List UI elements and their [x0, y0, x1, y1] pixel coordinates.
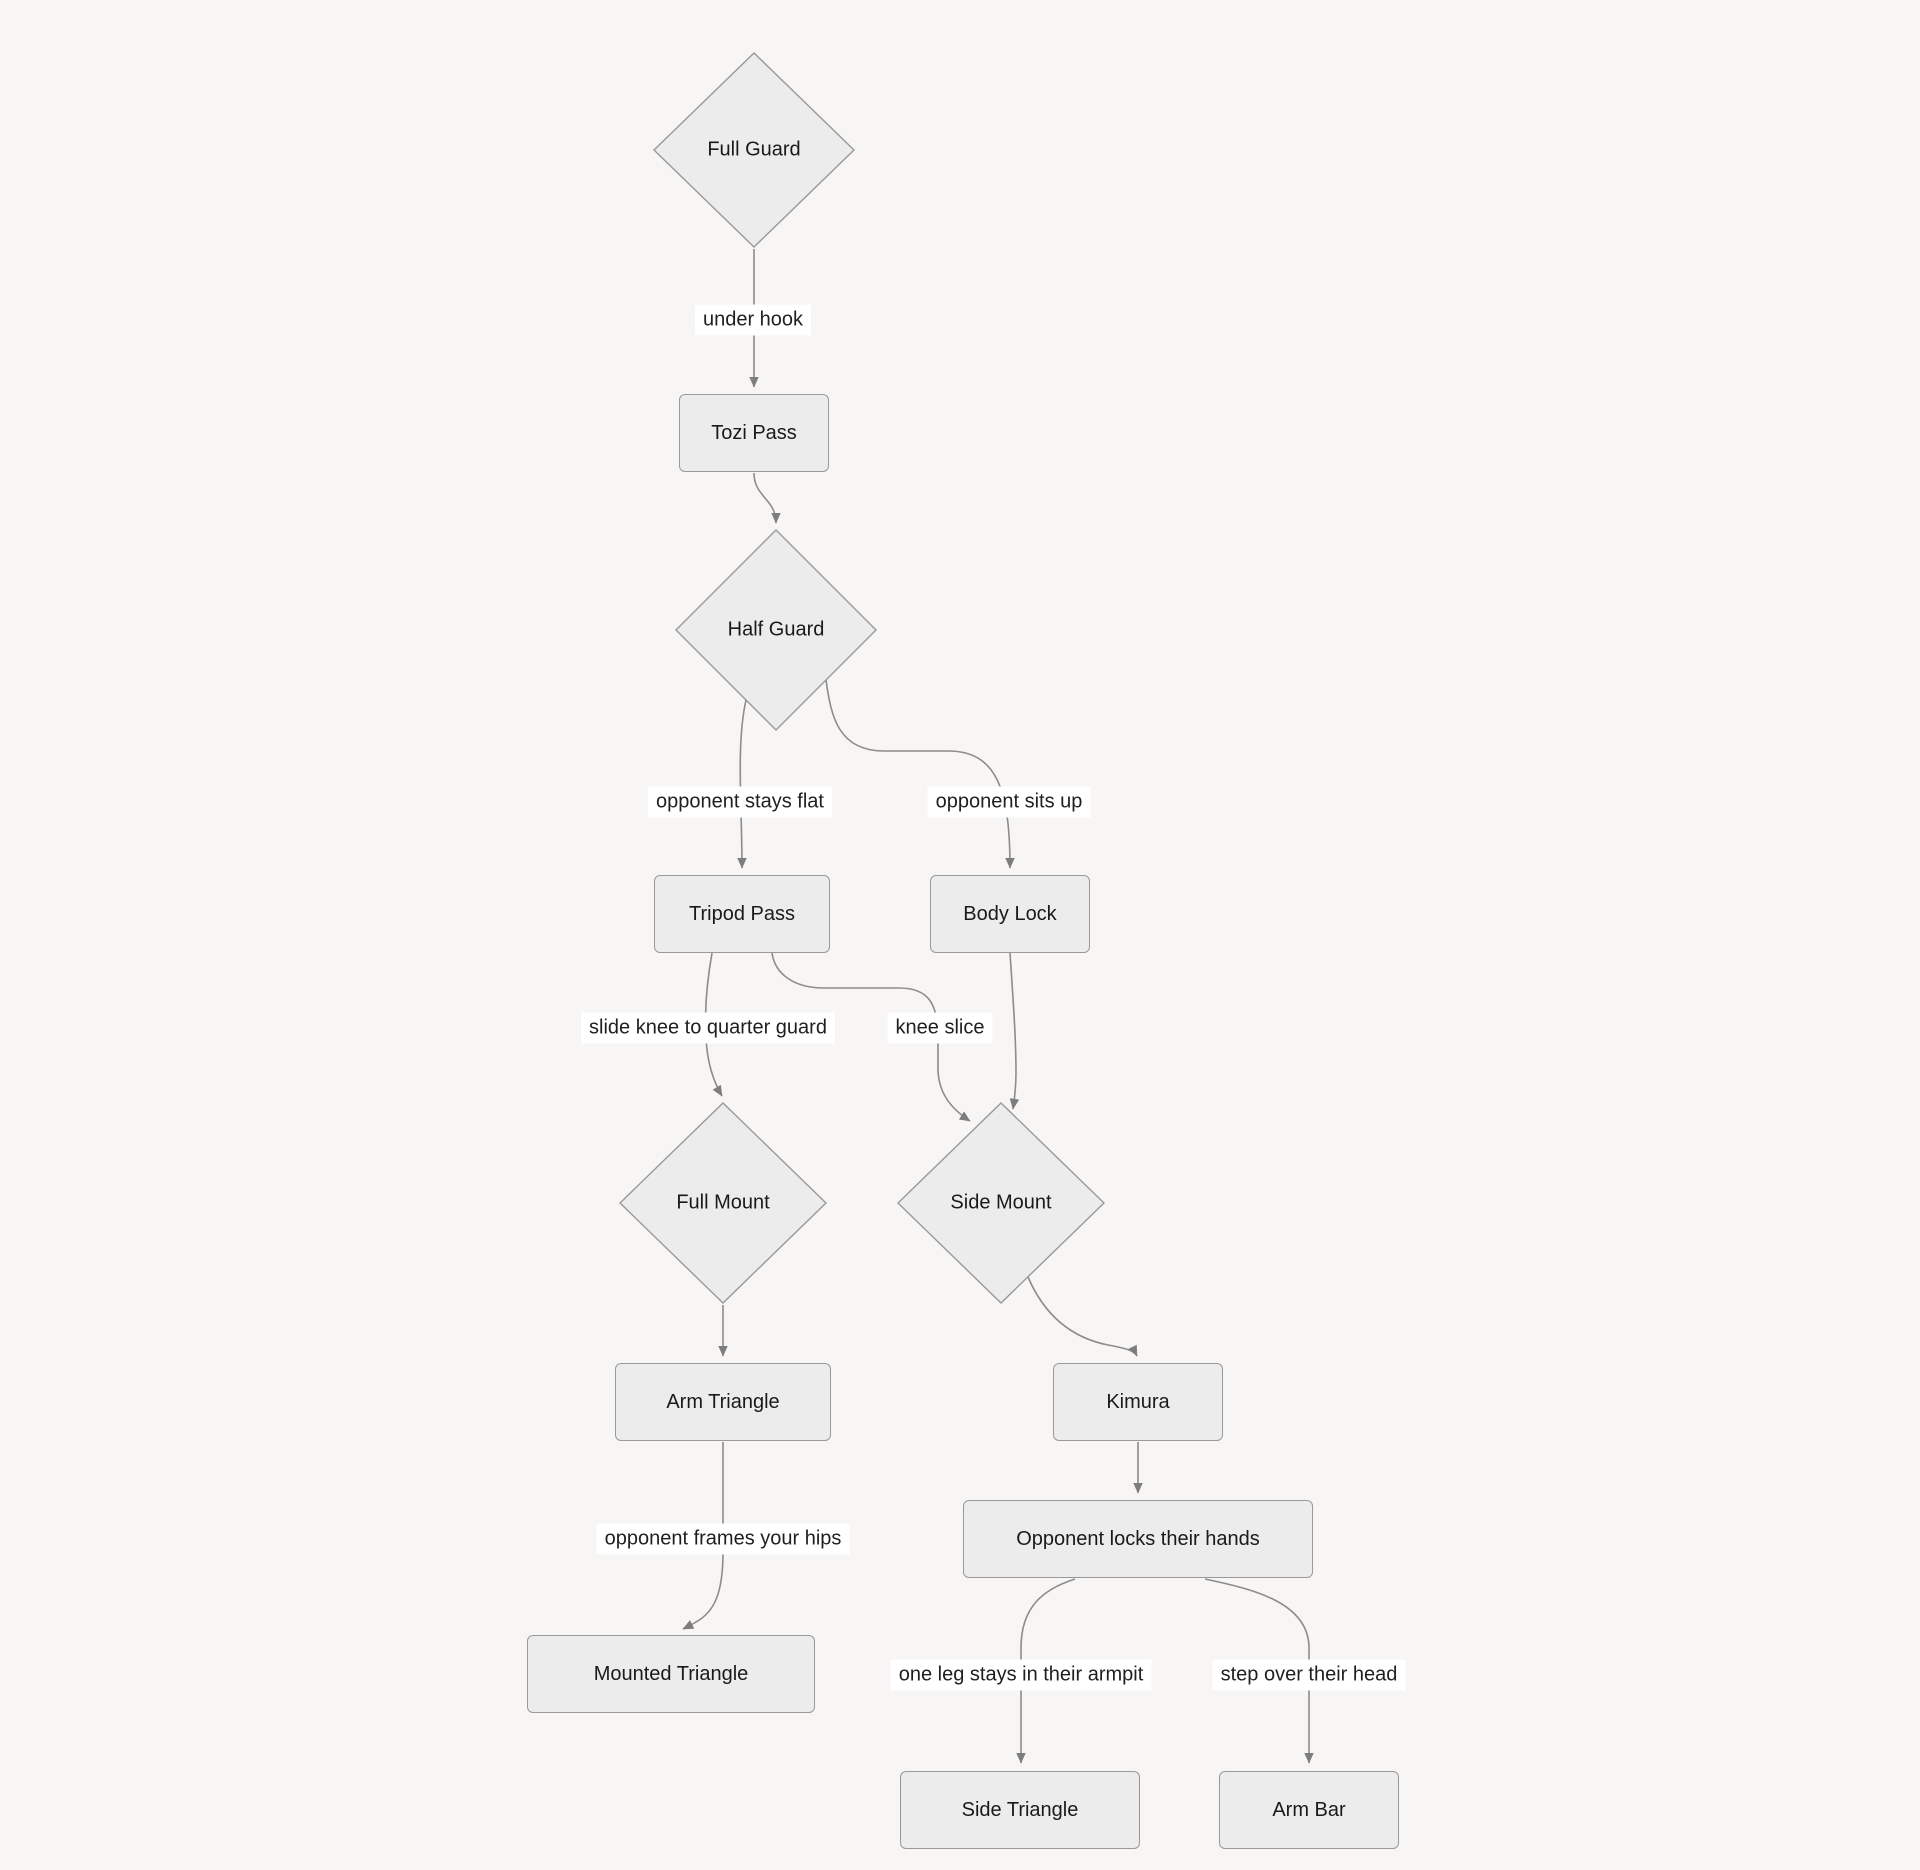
- edge-tripod-pass-full-mount: [704, 952, 723, 1097]
- node-body-lock: Body Lock: [930, 875, 1090, 953]
- node-full-guard-shape: [652, 52, 856, 248]
- node-side-triangle: Side Triangle: [900, 1771, 1140, 1849]
- edge-label-opponent-stays-flat: opponent stays flat: [648, 786, 832, 818]
- edge-label-opponent-frames-your-hips: opponent frames your hips: [596, 1523, 850, 1555]
- node-side-mount-shape: [896, 1102, 1106, 1304]
- edge-body-lock-side-mount: [1009, 952, 1020, 1110]
- node-opponent-locks-hands: Opponent locks their hands: [963, 1500, 1313, 1578]
- node-half-guard-label: Half Guard: [727, 618, 825, 641]
- node-tripod-pass: Tripod Pass: [654, 875, 830, 953]
- edge-label-under-hook: under hook: [694, 304, 812, 336]
- edge-tripod-pass-side-mount: [771, 952, 971, 1122]
- edge-opponent-locks-hands-arm-bar: [1204, 1578, 1314, 1764]
- node-side-mount-label: Side Mount: [950, 1191, 1052, 1214]
- node-arm-bar: Arm Bar: [1219, 1771, 1399, 1849]
- edge-opponent-locks-hands-side-triangle: [1016, 1578, 1076, 1764]
- edge-side-mount-kimura: [1027, 1276, 1138, 1357]
- node-mounted-triangle: Mounted Triangle: [527, 1635, 815, 1713]
- edge-label-knee-slice: knee slice: [887, 1012, 993, 1044]
- node-kimura: Kimura: [1053, 1363, 1223, 1441]
- edge-half-guard-tripod-pass: [737, 699, 747, 869]
- edge-arm-triangle-mounted-triangle: [682, 1442, 724, 1630]
- node-arm-triangle: Arm Triangle: [615, 1363, 831, 1441]
- edge-label-step-over-their-head: step over their head: [1212, 1659, 1406, 1691]
- edge-label-opponent-sits-up: opponent sits up: [927, 786, 1091, 818]
- edge-half-guard-body-lock: [825, 679, 1015, 869]
- edge-tozi-pass-half-guard: [753, 472, 781, 524]
- node-tozi-pass: Tozi Pass: [679, 394, 829, 472]
- node-full-mount-shape: [618, 1102, 828, 1304]
- edge-label-slide-knee-to-quarter-guard: slide knee to quarter guard: [581, 1012, 835, 1044]
- node-half-guard-shape: [675, 529, 877, 731]
- edge-label-one-leg-stays-in-their-armpit: one leg stays in their armpit: [890, 1659, 1152, 1691]
- node-full-guard-label: Full Guard: [707, 138, 801, 161]
- node-full-mount-label: Full Mount: [676, 1191, 770, 1214]
